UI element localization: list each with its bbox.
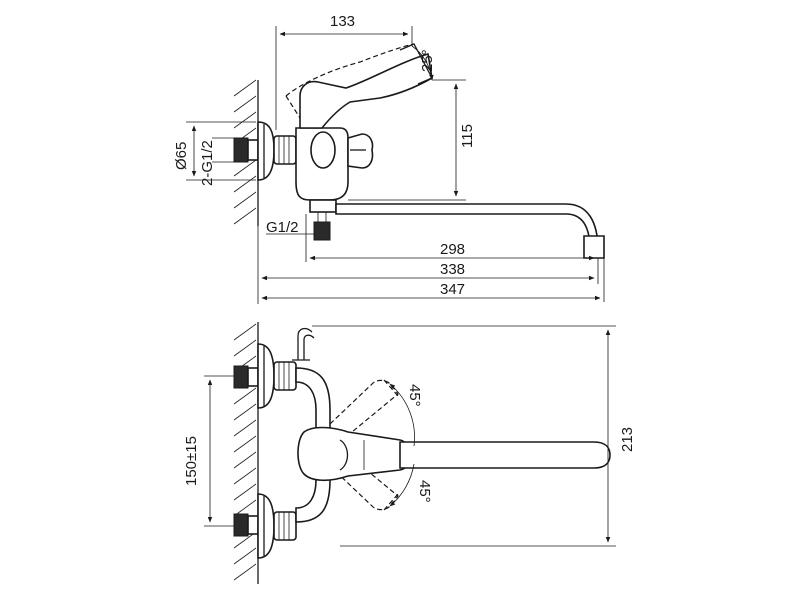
dim-115: 115 <box>348 79 476 201</box>
label-213: 213 <box>619 427 636 452</box>
side-view: 133 25° 115 Ø65 2-G1/2 G1/ <box>173 13 605 304</box>
label-25-deg: 25° <box>419 49 436 72</box>
spout-top <box>399 441 611 469</box>
label-338: 338 <box>440 261 465 278</box>
top-view: 45° 45° 150±15 213 <box>183 322 636 584</box>
spout-side <box>335 203 605 259</box>
label-298: 298 <box>440 241 465 258</box>
label-45-lower: 45° <box>416 480 433 503</box>
dim-213: 213 <box>312 325 636 547</box>
dim-150: 150±15 <box>183 375 234 527</box>
dim-outlet-thread: G1/2 <box>266 219 314 236</box>
dim-25-deg: 25° <box>411 45 436 81</box>
faucet-body-top <box>295 367 331 523</box>
shower-hook <box>292 327 315 361</box>
label-150: 150±15 <box>183 436 200 486</box>
lever-handle-side <box>285 43 433 129</box>
label-inlet-thread: 2-G1/2 <box>199 140 216 186</box>
lever-handle-top <box>297 426 411 482</box>
wall-hatch-bottom <box>233 322 259 584</box>
dim-347: 347 <box>261 258 605 302</box>
faucet-body <box>295 127 374 201</box>
label-347: 347 <box>440 281 465 298</box>
label-diameter-65: Ø65 <box>173 142 190 170</box>
bottom-outlet <box>309 199 337 241</box>
label-outlet-thread: G1/2 <box>266 219 299 236</box>
dim-45-upper: 45° <box>389 383 423 447</box>
dim-inlet-thread: 2-G1/2 <box>199 137 234 186</box>
dim-298: 298 <box>305 214 599 262</box>
dim-338: 338 <box>257 226 599 304</box>
dim-133: 133 <box>275 13 413 130</box>
label-115: 115 <box>459 124 476 148</box>
label-133: 133 <box>330 13 355 30</box>
swing-arc-upper <box>329 379 399 433</box>
dim-45-lower: 45° <box>389 463 433 507</box>
inlet-connector <box>233 121 297 181</box>
dim-flange-diameter: Ø65 <box>173 121 256 181</box>
upper-inlet <box>233 343 297 409</box>
label-45-upper: 45° <box>406 384 423 407</box>
lower-inlet <box>233 493 297 559</box>
